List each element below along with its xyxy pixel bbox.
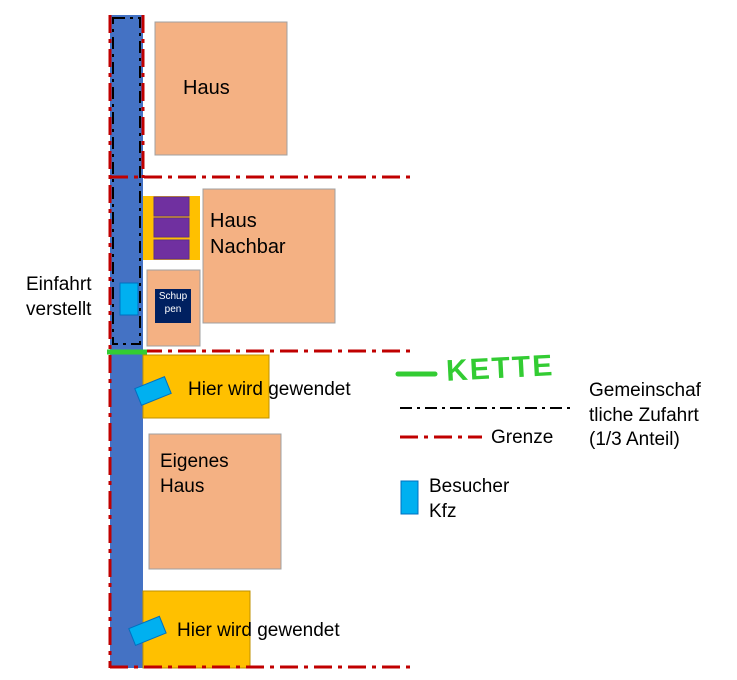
shed-panel [153, 196, 190, 217]
label-neighbor-house: Haus Nachbar [210, 210, 286, 258]
label-chain: KETTE [445, 349, 556, 388]
own-house [148, 433, 282, 570]
legend-shared-access-text: Gemeinschaf tliche Zufahrt (1/3 Anteil) [589, 380, 701, 451]
label-turning-2: Hier wird gewendet [177, 620, 340, 641]
boundary-lines [108, 15, 415, 669]
visitor-car-turning-1 [134, 376, 172, 406]
house-top [154, 21, 288, 156]
shed-label-box [155, 289, 191, 323]
legend-visitor-car-text: Besucher Kfz [429, 476, 510, 522]
legend-boundary-text: Grenze [491, 427, 554, 448]
shared-driveway [110, 15, 143, 668]
neighbor-house [202, 188, 336, 324]
shed-panel [153, 217, 190, 238]
label-driveway-blocked: Einfahrt verstellt [26, 274, 92, 320]
label-own-house: Eigenes Haus [160, 451, 229, 497]
legend-car-icon [400, 480, 419, 515]
visitor-car-blocking [119, 282, 139, 316]
shared-access-outline [112, 17, 141, 345]
visitor-car-turning-2 [128, 615, 167, 646]
shed-panel [153, 239, 190, 260]
label-house: Haus [183, 77, 230, 99]
label-turning-1: Hier wird gewendet [188, 379, 351, 400]
label-shed: Schup pen [158, 291, 188, 315]
